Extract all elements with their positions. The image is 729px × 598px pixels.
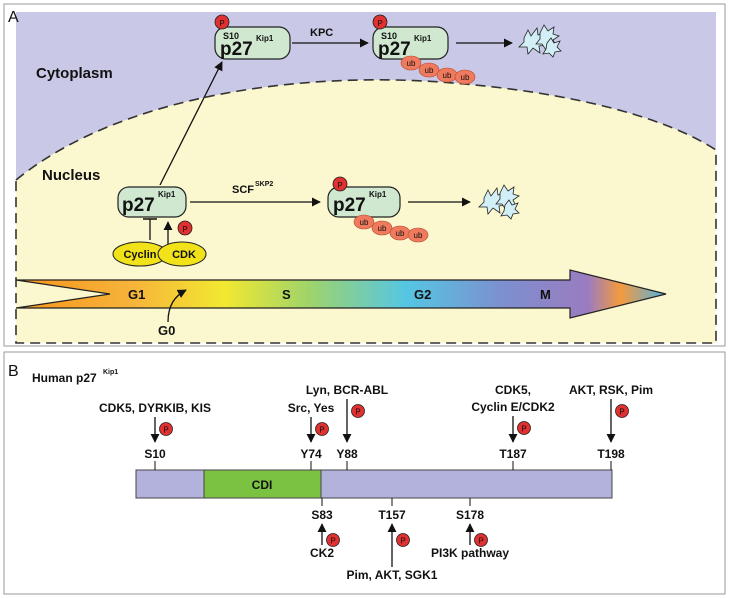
g0-arrow xyxy=(167,289,187,323)
phospho-badge xyxy=(474,533,488,547)
phospho-badge xyxy=(177,220,193,236)
phospho-text: P xyxy=(478,537,483,546)
svg-text:ub: ub xyxy=(360,218,369,227)
phospho-badge xyxy=(159,422,173,436)
degraded-fragments-nucleus xyxy=(478,184,520,220)
p27-label: p27 xyxy=(220,39,253,60)
kinase-label: Src, Yes xyxy=(288,401,335,415)
cdi-label: CDI xyxy=(252,478,273,492)
svg-text:P: P xyxy=(377,19,382,28)
cell-cycle-arrow xyxy=(15,269,667,319)
kinase-label: Pim, AKT, SGK1 xyxy=(347,568,438,582)
phospho-badge xyxy=(315,422,329,436)
svg-text:p27: p27 xyxy=(333,195,366,216)
site-y88: Lyn, BCR-ABL P Y88 xyxy=(306,383,388,470)
phospho-badge xyxy=(214,14,230,30)
site-label: T187 xyxy=(499,447,527,461)
phospho-badge xyxy=(351,404,365,418)
s10-label: S10 xyxy=(223,31,239,41)
phospho-badge xyxy=(372,14,388,30)
kinase-label: Lyn, BCR-ABL xyxy=(306,383,388,397)
phospho-badge xyxy=(615,404,629,418)
p27-nucleus: p27 Kip1 P xyxy=(117,186,193,236)
g0-label: G0 xyxy=(158,323,175,338)
phospho-text: P xyxy=(355,408,360,417)
site-s10: CDK5, DYRKIB, KIS P S10 xyxy=(99,401,211,470)
svg-text:p27: p27 xyxy=(122,195,155,216)
phospho-badge xyxy=(396,533,410,547)
phospho-text: P xyxy=(619,408,624,417)
panel-a-label: A xyxy=(8,9,19,26)
human-p27-title: Human p27 xyxy=(32,371,97,385)
kinase-label: CK2 xyxy=(310,546,334,560)
phospho-badge xyxy=(332,176,348,192)
phospho-text: P xyxy=(319,426,324,435)
phospho-text: P xyxy=(400,537,405,546)
degraded-fragments-cytoplasm xyxy=(518,24,562,58)
svg-text:ub: ub xyxy=(396,229,405,238)
kpc-label: KPC xyxy=(310,27,333,39)
scf-sup: SKP2 xyxy=(255,181,273,188)
site-label: T157 xyxy=(378,508,406,522)
kinase-label: CDK5, xyxy=(495,383,531,397)
p27-sup: Kip1 xyxy=(256,34,274,43)
svg-text:Kip1: Kip1 xyxy=(369,190,387,199)
svg-text:ub: ub xyxy=(425,66,434,75)
nucleus-label: Nucleus xyxy=(42,167,100,184)
kinase-label: Cyclin E/CDK2 xyxy=(471,400,555,414)
cyclin-label: Cyclin xyxy=(123,249,156,261)
phospho-text: P xyxy=(330,537,335,546)
cdk-label: CDK xyxy=(172,249,196,261)
g1-label: G1 xyxy=(128,287,145,302)
p27-nucleus-ubiquitinated: P p27 Kip1 ub ub ub ub xyxy=(327,176,429,243)
panel-b-label: B xyxy=(8,363,19,380)
svg-text:ub: ub xyxy=(407,59,416,68)
site-label: S178 xyxy=(456,508,484,522)
phospho-text: P xyxy=(521,425,526,434)
cyclin-cdk-complex: Cyclin CDK xyxy=(112,241,207,267)
svg-text:P: P xyxy=(182,225,187,234)
cdi-domain xyxy=(203,469,322,499)
svg-text:Kip1: Kip1 xyxy=(158,190,176,199)
svg-text:Kip1: Kip1 xyxy=(414,34,432,43)
export-arrow xyxy=(159,61,223,186)
kinase-label: PI3K pathway xyxy=(431,546,509,560)
kinase-label: CDK5, DYRKIB, KIS xyxy=(99,401,211,415)
scf-label: SCF xyxy=(232,184,254,196)
svg-text:ub: ub xyxy=(414,231,423,240)
p27-cytoplasm: P S10 p27 Kip1 xyxy=(214,14,291,60)
svg-text:ub: ub xyxy=(461,73,470,82)
svg-text:ub: ub xyxy=(443,71,452,80)
kinase-label: AKT, RSK, Pim xyxy=(569,383,653,397)
phospho-text: P xyxy=(163,426,168,435)
phospho-badge xyxy=(517,421,531,435)
svg-text:p27: p27 xyxy=(378,39,411,60)
g2-label: G2 xyxy=(414,287,431,302)
svg-text:S10: S10 xyxy=(381,31,397,41)
s-label: S xyxy=(282,287,291,302)
site-label: Y88 xyxy=(336,447,358,461)
phospho-text: P xyxy=(219,19,224,28)
site-label: S10 xyxy=(144,447,166,461)
cytoplasm-label: Cytoplasm xyxy=(36,65,113,82)
m-label: M xyxy=(540,287,551,302)
site-label: T198 xyxy=(597,447,625,461)
site-label: S83 xyxy=(311,508,333,522)
p27-cytoplasm-ubiquitinated: P S10 p27 Kip1 ub ub ub ub xyxy=(372,14,476,85)
human-p27-sup: Kip1 xyxy=(103,369,118,376)
site-label: Y74 xyxy=(300,447,322,461)
svg-text:P: P xyxy=(337,181,342,190)
phospho-badge xyxy=(326,533,340,547)
svg-text:ub: ub xyxy=(378,224,387,233)
